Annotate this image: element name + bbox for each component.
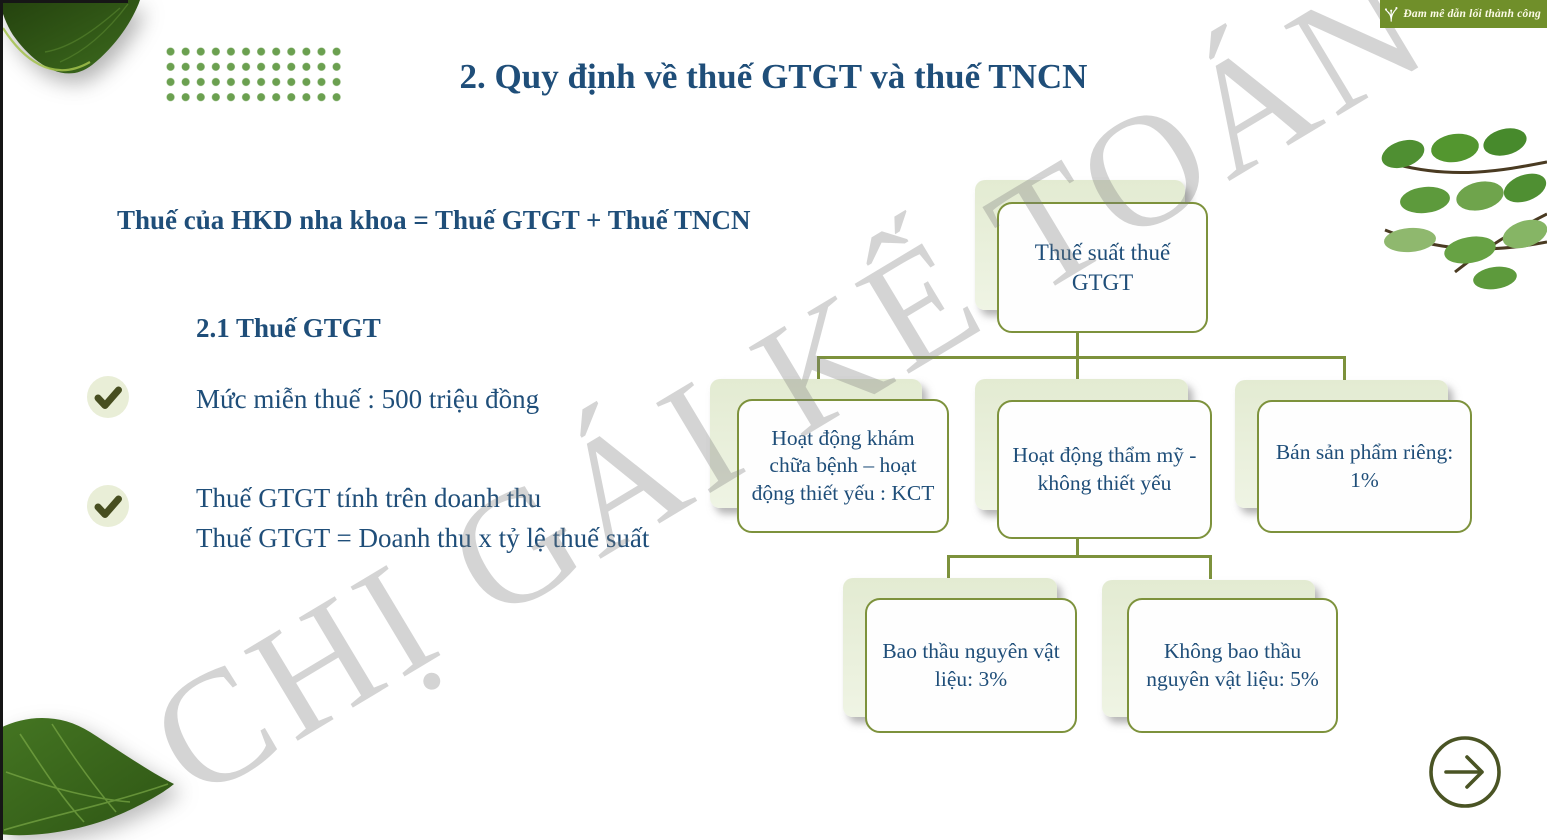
connector-leaf2-stub <box>1209 555 1212 579</box>
connector-child2-down <box>1076 538 1079 558</box>
branch-right-image <box>1381 128 1547 290</box>
leaf-bottom-left-image <box>0 717 174 836</box>
bullet-item-exemption: Mức miễn thuế : 500 triệu đồng <box>86 375 539 419</box>
bullet-line-2: Thuế GTGT = Doanh thu x tỷ lệ thuế suất <box>196 523 650 553</box>
check-circle-icon <box>87 376 129 418</box>
brand-badge: Đam mê dẫn lối thành công <box>1380 0 1547 28</box>
connector-child3-stub <box>1343 356 1346 382</box>
orgchart-node-cosmetic: Hoạt động thẩm mỹ - không thiết yếu <box>997 400 1212 539</box>
arrow-right-circle-icon[interactable] <box>1427 734 1503 810</box>
check-circle-icon <box>87 485 129 527</box>
tree-logo-icon <box>1384 7 1398 22</box>
bullet-text-group: Thuế GTGT tính trên doanh thu Thuế GTGT … <box>196 478 649 558</box>
tax-formula-text: Thuế của HKD nha khoa = Thuế GTGT + Thuế… <box>117 205 751 235</box>
badge-slogan: Đam mê dẫn lối thành công <box>1403 8 1541 20</box>
top-edge-strip <box>0 0 128 3</box>
orgchart-node-materials-included: Bao thầu nguyên vật liệu: 3% <box>865 598 1077 733</box>
dots-grid-decoration <box>163 44 344 105</box>
connector-leaf1-stub <box>947 555 950 579</box>
connector-level1-horizontal <box>817 356 1346 359</box>
left-edge-strip <box>0 0 3 840</box>
bullet-text: Mức miễn thuế : 500 triệu đồng <box>196 384 540 414</box>
orgchart-node-products: Bán sản phẩm riêng: 1% <box>1257 400 1472 533</box>
orgchart-node-medical: Hoạt động khám chữa bệnh – hoạt động thi… <box>737 399 949 533</box>
orgchart-root-node: Thuế suất thuế GTGT <box>997 202 1208 333</box>
bullet-line-1: Thuế GTGT tính trên doanh thu <box>196 483 542 513</box>
connector-child2-stub <box>1076 356 1079 382</box>
connector-root-down <box>1076 333 1079 359</box>
leaf-top-left-image <box>0 0 140 74</box>
bullet-item-calculation: Thuế GTGT tính trên doanh thu Thuế GTGT … <box>86 483 649 558</box>
connector-child1-stub <box>817 356 820 382</box>
orgchart-node-materials-excluded: Không bao thầu nguyên vật liệu: 5% <box>1127 598 1338 733</box>
connector-level2-horizontal <box>947 555 1212 558</box>
page-title: 2. Quy định về thuế GTGT và thuế TNCN <box>459 57 1088 96</box>
section-heading: 2.1 Thuế GTGT <box>196 313 381 343</box>
